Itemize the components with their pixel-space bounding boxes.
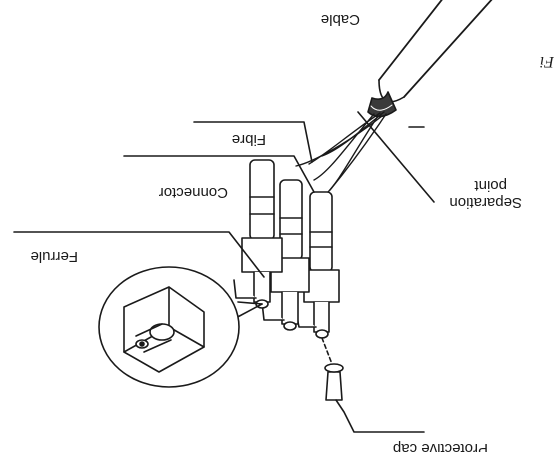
label-protective-cap: Protective cap xyxy=(393,440,488,452)
label-ferrule: Ferrule xyxy=(30,248,78,265)
cable xyxy=(378,0,493,103)
label-fibre: Fibre xyxy=(232,131,266,148)
figure-label-fragment: Fi xyxy=(540,53,554,70)
ferrule-callout xyxy=(98,266,263,388)
leader-lines xyxy=(13,111,435,433)
fibres xyxy=(295,111,387,195)
protective-cap xyxy=(321,337,344,401)
label-cable: Cable xyxy=(321,11,360,28)
connector-3 xyxy=(233,159,283,309)
labels-layer: Cable Separation point Fibre Connector F… xyxy=(30,11,554,452)
label-separation-line1: Separation xyxy=(449,194,522,211)
label-separation-line2: point xyxy=(474,177,507,194)
connector-1 xyxy=(295,191,340,339)
label-connector: Connector xyxy=(159,184,228,201)
